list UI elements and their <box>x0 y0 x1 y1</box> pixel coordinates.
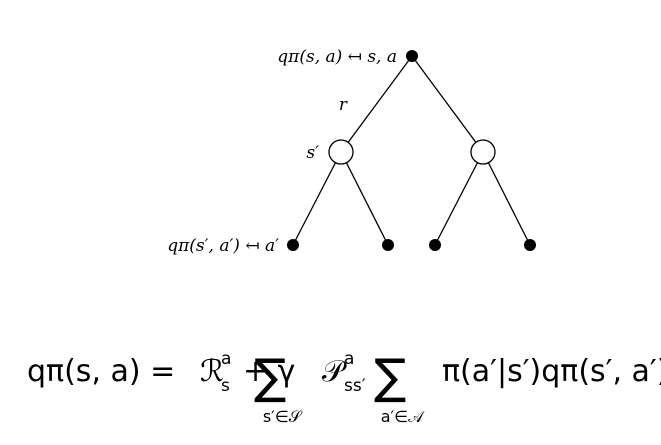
plus-gamma: + γ <box>243 354 295 389</box>
edge-right-leaf2 <box>482 151 531 246</box>
state-node-right <box>470 139 496 165</box>
edge-right-leaf1 <box>434 151 484 246</box>
leaf-action-node-4 <box>524 239 536 251</box>
transition-sub: ss′ <box>344 376 366 396</box>
edge-left-leaf2 <box>340 151 389 246</box>
sum-states-subscript: s′∈𝒮 <box>263 407 303 426</box>
sum-over-actions: ∑ <box>374 349 406 405</box>
reward-sub: s <box>221 376 230 396</box>
root-label: qπ(s, a) ↤ s, a <box>277 47 397 67</box>
equation-lhs: qπ(s, a) = <box>27 354 175 389</box>
edge-root-right <box>411 55 484 153</box>
leaf-action-node-2 <box>382 239 394 251</box>
reward-term: ℛ <box>200 354 224 389</box>
leaf-label: qπ(s′, a′) ↤ a′ <box>167 236 279 256</box>
state-label: s′ <box>306 143 319 163</box>
bellman-equation: qπ(s, a) = ℛ a s + γ ∑ s′∈𝒮 𝒫 a ss′ ∑ a′… <box>27 349 661 426</box>
transition-sup: a <box>344 349 354 369</box>
leaf-action-node-3 <box>429 239 441 251</box>
leaf-action-node-1 <box>287 239 299 251</box>
reward-label: r <box>339 95 348 115</box>
root-action-node <box>406 50 418 62</box>
policy-term: π(a′|s′)qπ(s′, a′) <box>442 354 661 389</box>
sum-actions-subscript: a′∈𝒜 <box>381 407 425 426</box>
edge-left-leaf1 <box>292 151 342 246</box>
sum-over-states: ∑ <box>254 349 286 405</box>
state-node-left <box>328 139 354 165</box>
edge-root-left <box>340 55 413 153</box>
reward-sup: a <box>221 349 231 369</box>
transition-term: 𝒫 <box>322 354 347 389</box>
